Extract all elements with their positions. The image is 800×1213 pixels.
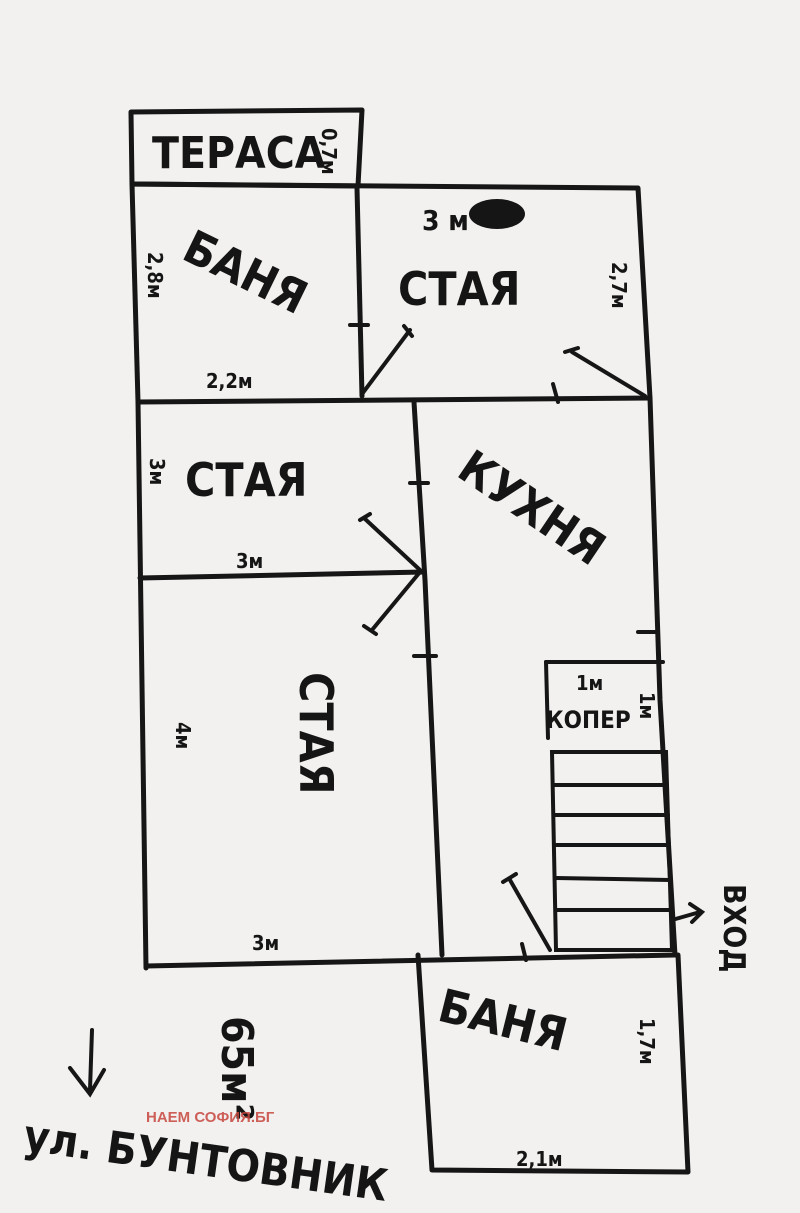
room-label-bath-bottom: БАНЯ [433, 978, 572, 1062]
room-label-cooper: КОПЕР [546, 706, 631, 734]
door-swing-top-right [563, 346, 647, 398]
dim-bath-top-side: 2,8м [143, 252, 167, 299]
cooper-left-wall [544, 660, 550, 740]
room-label-kitchen: КУХНЯ [449, 439, 615, 576]
walls [128, 107, 691, 1175]
mid-room-bottom-wall [137, 569, 427, 581]
stairs-outline [549, 750, 675, 952]
dim-room-mid-left-bottom: 3м [236, 549, 263, 573]
stair-step [554, 876, 672, 882]
dim-terrace-side: 0,7м [317, 128, 341, 175]
entrance-arrow-icon [670, 902, 706, 924]
room-label-room-top-right: СТАЯ [398, 262, 521, 316]
door-jamb [551, 382, 560, 404]
door-swing-bottom [501, 872, 552, 952]
dim-room-mid-left-side: 3м [145, 458, 169, 485]
dim-bath-top-bottom: 2,2м [206, 369, 253, 393]
dim-cooper-side: 1м [635, 692, 659, 719]
street-arrow-icon [68, 1028, 106, 1098]
bottom-bath-wall [415, 952, 691, 1175]
dim-room-top-right-top: 3 м [422, 204, 469, 237]
bottom-wall [143, 952, 678, 969]
room-label-room-mid-left: СТАЯ [185, 453, 308, 507]
dim-bath-bottom-side: 1,7м [635, 1018, 659, 1065]
door-jamb [520, 942, 528, 962]
room-label-terrace: ТЕРАСА [152, 128, 326, 179]
dim-room-big-side: 4м [171, 722, 195, 749]
room-label-bath-top: БАНЯ [175, 219, 316, 325]
watermark: НАЕМ СОФИЯ.БГ [146, 1109, 275, 1126]
dim-room-top-right-side: 2,7м [607, 262, 631, 309]
door-swing-mid-upper [358, 512, 422, 572]
doors [348, 323, 658, 962]
partition-bath-room [354, 185, 365, 399]
door-swing-mid-lower [362, 570, 422, 636]
dim-bath-bottom-bottom: 2,1м [516, 1147, 563, 1171]
scribble-mark [469, 199, 525, 229]
room-label-room-big: СТАЯ [289, 672, 343, 795]
entrance-label: ВХОД [716, 884, 751, 972]
door-swing-top [360, 324, 414, 396]
dim-room-big-bottom: 3м [252, 931, 279, 955]
left-outer-wall [135, 399, 149, 971]
corridor-wall [411, 399, 445, 958]
total-area-label: 65м² [211, 1016, 262, 1121]
dim-cooper-top: 1м [576, 671, 603, 695]
